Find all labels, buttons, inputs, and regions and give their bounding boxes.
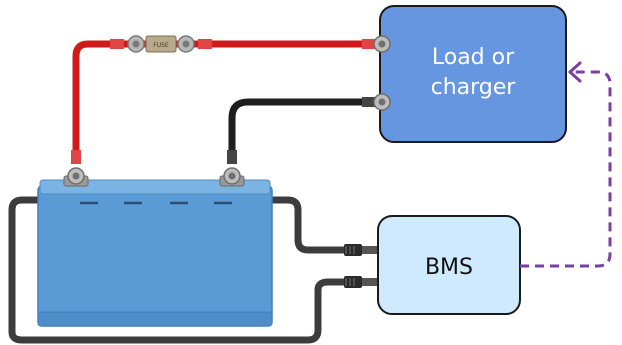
negative-lug-load-sleeve [362, 97, 376, 107]
battery [37, 179, 273, 327]
fuse-left-sleeve [110, 39, 124, 49]
bms-label: BMS [425, 255, 473, 280]
load-or-charger: Load or charger [379, 5, 567, 143]
battery-base [37, 311, 273, 327]
communication-arrow-icon [568, 61, 582, 83]
bms-connector-top-icon [344, 244, 378, 256]
positive-lug-load-sleeve [362, 39, 376, 49]
positive-cable [72, 40, 378, 158]
fuse-right-sleeve [198, 39, 212, 49]
positive-terminal-icon [63, 167, 89, 187]
bms: BMS [377, 215, 521, 315]
fuse: FUSE [110, 35, 212, 53]
bms-cable-bottom [270, 196, 348, 254]
positive-cable-sleeve [71, 150, 81, 164]
communication-link [520, 70, 612, 268]
load-box [379, 5, 567, 143]
fuse-body [145, 35, 177, 53]
load-label-line2: charger [431, 75, 517, 100]
negative-cable [228, 98, 378, 158]
negative-terminal-icon [219, 167, 245, 187]
negative-cable-sleeve [227, 150, 237, 164]
battery-body [37, 185, 273, 327]
bms-connector-bottom-icon [344, 276, 378, 288]
battery-lid [39, 179, 271, 195]
bms-cable-top [8, 196, 348, 344]
load-negative-terminal-icon [373, 93, 391, 111]
load-positive-terminal-icon [373, 35, 391, 53]
fuse-label: FUSE [153, 42, 169, 49]
load-label-line1: Load or [432, 45, 515, 70]
